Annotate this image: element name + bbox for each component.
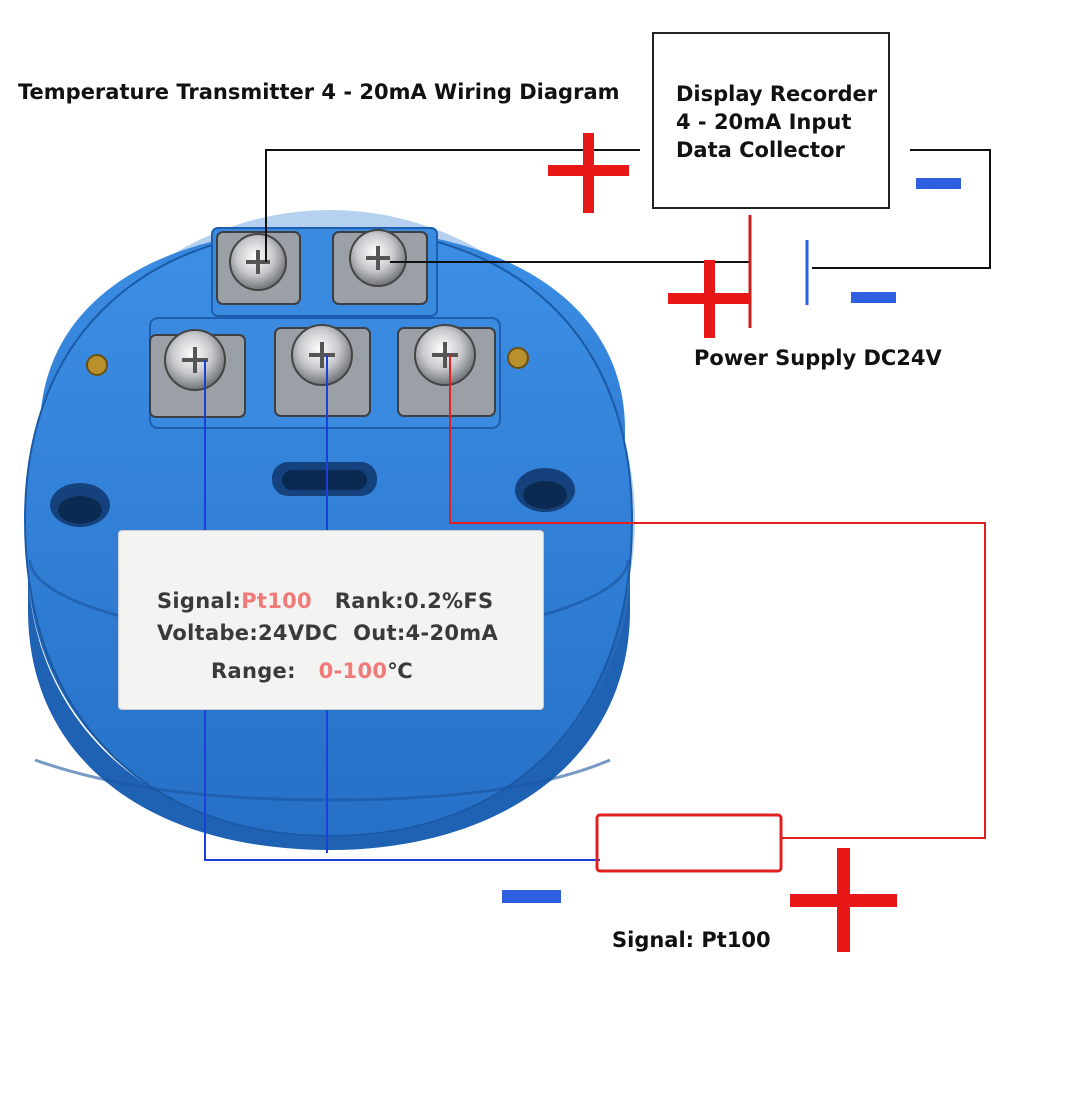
display-recorder-box: Display Recorder 4 - 20mA Input Data Col… <box>652 32 890 209</box>
power-supply-label: Power Supply DC24V <box>694 346 942 370</box>
recorder-line-1: Display Recorder <box>676 82 878 106</box>
terminal-top-right <box>332 229 428 305</box>
plus-symbol-power <box>668 260 750 338</box>
sensor-positive-wire <box>449 355 986 839</box>
recorder-line-2: 4 - 20mA Input <box>676 110 852 134</box>
plus-symbol-sensor <box>790 848 897 952</box>
plate-range-key: Range: <box>211 659 296 683</box>
recorder-line-3: Data Collector <box>676 138 845 162</box>
plate-out: Out:4-20mA <box>353 621 499 645</box>
transmitter-label-plate: Signal:Pt100 Rank:0.2%FS Voltabe:24VDC O… <box>118 530 544 710</box>
plate-signal-key: Signal: <box>157 589 242 613</box>
terminal-bottom-middle <box>274 324 371 417</box>
plate-line-range: Range: 0-100℃ <box>211 659 413 683</box>
minus-symbol-sensor <box>502 890 561 903</box>
terminal-bottom-right <box>397 324 496 417</box>
sensor-signal-label: Signal: Pt100 <box>612 928 771 952</box>
plate-range-unit: ℃ <box>387 659 414 683</box>
loop-wires <box>265 149 991 269</box>
minus-symbol-power <box>851 292 896 303</box>
plate-signal-value: Pt100 <box>241 589 312 613</box>
diagram-title: Temperature Transmitter 4 - 20mA Wiring … <box>18 80 620 104</box>
terminal-top-left <box>216 231 301 305</box>
plate-range-value: 0-100 <box>318 659 388 683</box>
minus-symbol-recorder <box>916 178 961 189</box>
plate-voltage: Voltabe:24VDC <box>157 621 338 645</box>
pt100-resistor <box>595 813 783 873</box>
power-supply-symbol <box>748 215 809 328</box>
plus-symbol-recorder <box>548 133 629 213</box>
display-recorder-label: Display Recorder 4 - 20mA Input Data Col… <box>676 80 877 164</box>
terminal-bottom-left <box>149 329 246 418</box>
plate-line-signal: Signal:Pt100 Rank:0.2%FS <box>157 589 493 613</box>
plate-line-voltage: Voltabe:24VDC Out:4-20mA <box>157 621 498 645</box>
plate-rank: Rank:0.2%FS <box>334 589 494 613</box>
